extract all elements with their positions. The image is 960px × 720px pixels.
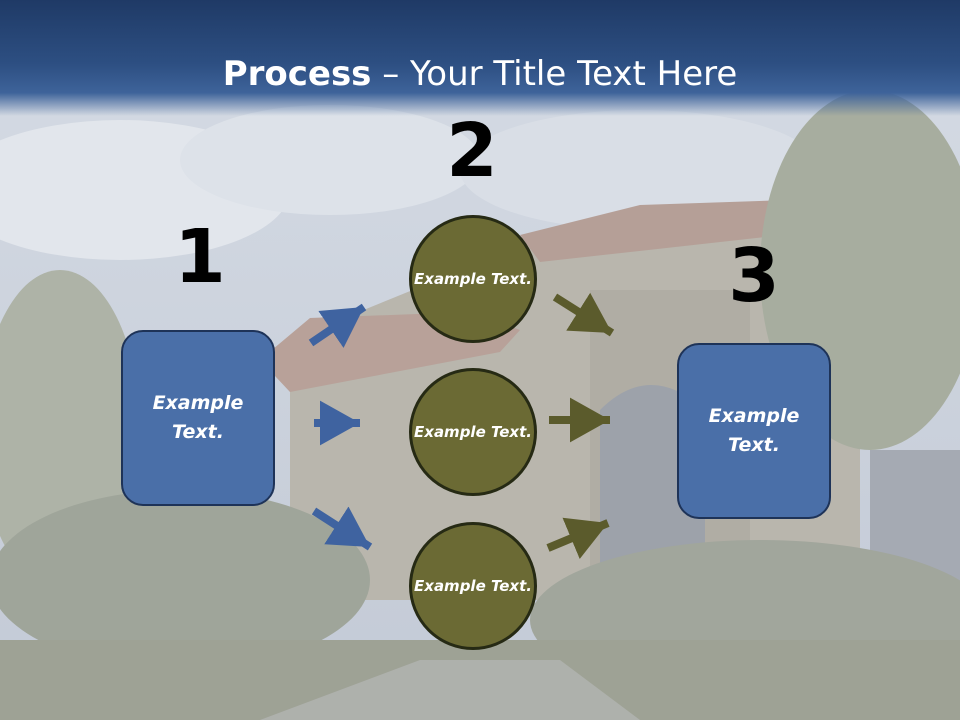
arrow-1-to-bottom bbox=[311, 506, 373, 551]
step-1-number: 1 bbox=[174, 214, 226, 300]
arrow-bottom-to-3 bbox=[546, 517, 610, 560]
step-2-text-bottom: Example Text. bbox=[414, 576, 532, 595]
step-2-text-middle: Example Text. bbox=[414, 422, 532, 441]
step-3-text: Example Text. bbox=[708, 405, 800, 456]
title-bold: Process bbox=[222, 54, 372, 94]
step-2-circle-bottom: Example Text. bbox=[409, 522, 537, 650]
step-2-text-top: Example Text. bbox=[414, 269, 532, 288]
step-3-number: 3 bbox=[728, 233, 780, 319]
title-rest: – Your Title Text Here bbox=[371, 54, 738, 94]
step-1-box: Example Text. bbox=[121, 330, 275, 506]
step-2-circle-top: Example Text. bbox=[409, 215, 537, 343]
step-1-text: Example Text. bbox=[152, 392, 244, 443]
step-2-circle-middle: Example Text. bbox=[409, 368, 537, 496]
arrow-1-to-top bbox=[308, 303, 367, 349]
arrow-top-to-3 bbox=[552, 292, 615, 337]
title-bar bbox=[0, 0, 960, 116]
step-3-box: Example Text. bbox=[677, 343, 831, 519]
step-2-number: 2 bbox=[446, 108, 498, 194]
slide-title: Process – Your Title Text Here bbox=[0, 52, 960, 96]
